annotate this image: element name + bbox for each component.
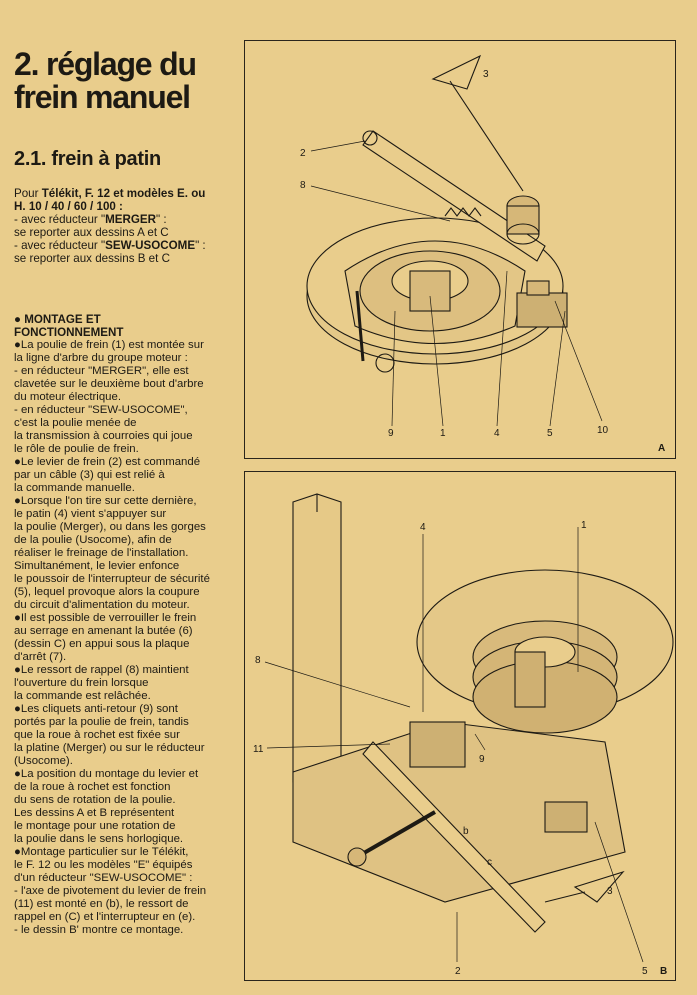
montage-line: la platine (Merger) ou sur le réducteur bbox=[14, 742, 205, 754]
fig-b-label-2: 2 bbox=[455, 966, 461, 977]
montage-line: de la poulie (Usocome), afin de bbox=[14, 534, 172, 546]
montage-line: clavetée sur le deuxième bout d'arbre bbox=[14, 378, 204, 390]
section-title-line1: 2. réglage du bbox=[14, 46, 197, 82]
montage-line: du moteur électrique. bbox=[14, 391, 122, 403]
fig-a-label-8: 8 bbox=[300, 180, 306, 191]
montage-line: la poulie (Merger), ou dans les gorges bbox=[14, 521, 206, 533]
montage-line: de la roue à rochet est fonction bbox=[14, 781, 171, 793]
fig-b-label-9: 9 bbox=[479, 754, 485, 765]
fig-a-label-1: 1 bbox=[440, 428, 446, 439]
montage-line: le patin (4) vient s'appuyer sur bbox=[14, 508, 167, 520]
montage-line: (5), lequel provoque alors la coupure bbox=[14, 586, 200, 598]
figure-b-drawing: 4 1 8 11 9 b c 3 2 5 B bbox=[253, 493, 674, 977]
fig-b-label-11: 11 bbox=[253, 744, 264, 755]
montage-line: - en réducteur "MERGER", elle est bbox=[14, 365, 189, 377]
intro-ref-ac: se reporter aux dessins A et C bbox=[14, 226, 169, 239]
montage-line: Simultanément, le levier enfonce bbox=[14, 560, 180, 572]
montage-line: ●Il est possible de verrouiller le frein bbox=[14, 612, 197, 624]
montage-line: Les dessins A et B représentent bbox=[14, 807, 175, 819]
fig-a-label-2: 2 bbox=[300, 148, 306, 159]
montage-line: (11) est monté en (b), le ressort de bbox=[14, 898, 189, 910]
montage-heading-line1: ● MONTAGE ET bbox=[14, 313, 101, 326]
montage-heading-line2: FONCTIONNEMENT bbox=[14, 326, 124, 339]
montage-line: la poulie dans le sens horlogique. bbox=[14, 833, 184, 845]
montage-line: l'ouverture du frein lorsque bbox=[14, 677, 149, 689]
intro-text: - avec réducteur " bbox=[14, 239, 106, 252]
montage-heading: ● MONTAGE ET FONCTIONNEMENT bbox=[14, 313, 240, 339]
fig-b-label-3: 3 bbox=[607, 886, 613, 897]
montage-line: le poussoir de l'interrupteur de sécurit… bbox=[14, 573, 210, 585]
montage-line: réaliser le freinage de l'installation. bbox=[14, 547, 189, 559]
figure-b: 4 1 8 11 9 b c 3 2 5 B bbox=[244, 471, 676, 981]
intro-models: Télékit, F. 12 et modèles E. ou bbox=[41, 187, 206, 200]
montage-section: ● MONTAGE ET FONCTIONNEMENT ●La poulie d… bbox=[14, 313, 240, 937]
section-title-line2: frein manuel bbox=[14, 79, 191, 115]
fig-a-label-9: 9 bbox=[388, 428, 394, 439]
reducer-merger: MERGER bbox=[105, 213, 156, 226]
fig-b-label-4: 4 bbox=[420, 522, 426, 533]
subsection-title: 2.1. frein à patin bbox=[14, 148, 161, 170]
montage-line: la commande manuelle. bbox=[14, 482, 135, 494]
text-column: 2. réglage du frein manuel 2.1. frein à … bbox=[14, 44, 240, 937]
montage-line: ●Le levier de frein (2) est commandé bbox=[14, 456, 201, 468]
fig-b-letter: B bbox=[660, 966, 667, 977]
montage-line: le F. 12 ou les modèles "E" équipés bbox=[14, 859, 193, 871]
fig-b-label-8: 8 bbox=[255, 655, 261, 666]
montage-line: - le dessin B' montre ce montage. bbox=[14, 924, 184, 936]
intro-text: " : bbox=[195, 239, 206, 252]
fig-a-label-10: 10 bbox=[597, 425, 609, 436]
fig-b-label-c: c bbox=[487, 857, 492, 868]
montage-line: (Usocome). bbox=[14, 755, 73, 767]
montage-line: ●Le ressort de rappel (8) maintient bbox=[14, 664, 189, 676]
fig-b-label-5: 5 bbox=[642, 966, 648, 977]
reducer-sew: SEW-USOCOME bbox=[105, 239, 196, 252]
montage-line: ●La poulie de frein (1) est montée sur bbox=[14, 339, 204, 351]
montage-line: le rôle de poulie de frein. bbox=[14, 443, 139, 455]
intro-text: " : bbox=[156, 213, 167, 226]
fig-b-label-b: b bbox=[463, 826, 469, 837]
intro-ref-bc: se reporter aux dessins B et C bbox=[14, 252, 170, 265]
montage-line: (dessin C) en appui sous la plaque bbox=[14, 638, 190, 650]
montage-line: par un câble (3) qui est relié à bbox=[14, 469, 165, 481]
montage-line: ●La position du montage du levier et bbox=[14, 768, 199, 780]
montage-line: la transmission à courroies qui joue bbox=[14, 430, 193, 442]
figure-a: 3 2 8 9 1 4 5 10 A bbox=[244, 40, 676, 459]
montage-line: portés par la poulie de frein, tandis bbox=[14, 716, 189, 728]
fig-a-label-3: 3 bbox=[483, 69, 489, 80]
figure-a-drawing: 3 2 8 9 1 4 5 10 A bbox=[300, 54, 665, 454]
montage-line: la ligne d'arbre du groupe moteur : bbox=[14, 352, 188, 364]
montage-line: ●Les cliquets anti-retour (9) sont bbox=[14, 703, 178, 715]
fig-b-label-1: 1 bbox=[581, 520, 587, 531]
montage-line: la commande est relâchée. bbox=[14, 690, 151, 702]
montage-line: que la roue à rochet est fixée sur bbox=[14, 729, 180, 741]
fig-a-label-5: 5 bbox=[547, 428, 553, 439]
montage-line: d'arrêt (7). bbox=[14, 651, 67, 663]
montage-line: c'est la poulie menée de bbox=[14, 417, 137, 429]
montage-line: - en réducteur "SEW-USOCOME", bbox=[14, 404, 188, 416]
intro-text: - avec réducteur " bbox=[14, 213, 106, 226]
montage-line: le montage pour une rotation de bbox=[14, 820, 176, 832]
montage-line: ●Lorsque l'on tire sur cette dernière, bbox=[14, 495, 197, 507]
montage-line: du sens de rotation de la poulie. bbox=[14, 794, 176, 806]
fig-a-label-4: 4 bbox=[494, 428, 500, 439]
fig-a-letter: A bbox=[658, 443, 665, 454]
intro-text: Pour bbox=[14, 187, 42, 200]
montage-line: rappel en (C) et l'interrupteur en (e). bbox=[14, 911, 196, 923]
montage-line: au serrage en amenant la butée (6) bbox=[14, 625, 193, 637]
section-title: 2. réglage du frein manuel bbox=[14, 48, 240, 114]
intro-paragraph: Pour Télékit, F. 12 et modèles E. ou H. … bbox=[14, 187, 240, 265]
intro-models-2: H. 10 / 40 / 60 / 100 : bbox=[14, 200, 123, 213]
montage-line: - l'axe de pivotement du levier de frein bbox=[14, 885, 207, 897]
montage-line: du circuit d'alimentation du moteur. bbox=[14, 599, 190, 611]
montage-line: ●Montage particulier sur le Télékit, bbox=[14, 846, 189, 858]
montage-line: d'un réducteur "SEW-USOCOME" : bbox=[14, 872, 193, 884]
